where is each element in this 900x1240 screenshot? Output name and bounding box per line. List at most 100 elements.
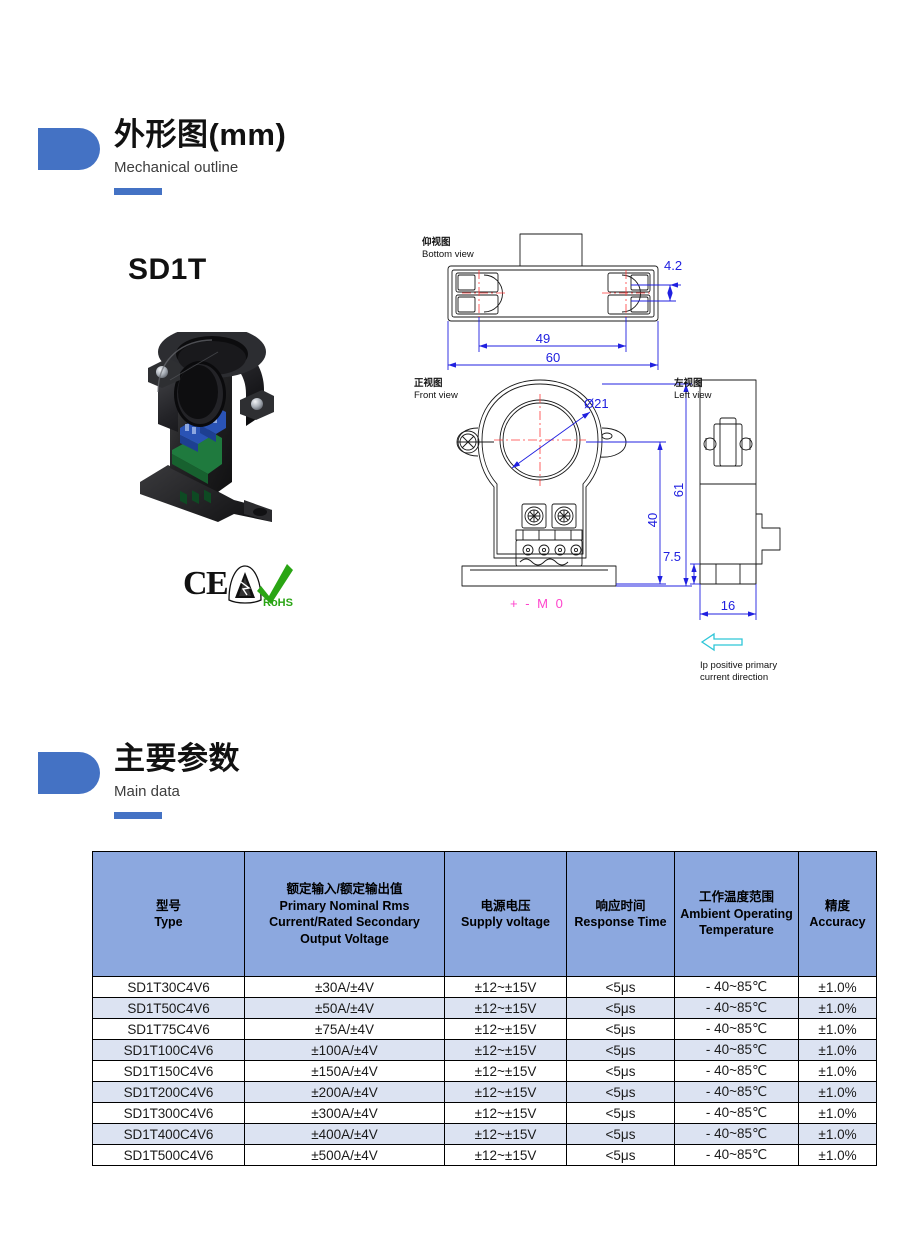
column-header-response-cn: 响应时间 — [595, 898, 646, 913]
rohs-check-icon: RoHS — [257, 564, 293, 609]
column-header-type-en: Type — [154, 915, 183, 929]
table-row: SD1T500C4V6 ±500A/±4V ±12~±15V <5μs - 40… — [92, 1144, 877, 1166]
table-row: SD1T50C4V6 ±50A/±4V ±12~±15V <5μs - 40~8… — [92, 997, 877, 1019]
section-header-text-group: 外形图(mm) Mechanical outline — [114, 116, 286, 195]
cell-temperature: - 40~85℃ — [674, 997, 799, 1019]
cell-response: <5μs — [566, 976, 675, 998]
cell-accuracy: ±1.0% — [798, 1102, 877, 1124]
cell-accuracy: ±1.0% — [798, 1123, 877, 1145]
current-direction-arrow-icon — [700, 632, 743, 652]
cell-supply: ±12~±15V — [444, 1039, 567, 1061]
column-header-nominal: 额定输入/额定输出值 Primary Nominal Rms Current/R… — [244, 851, 445, 977]
section-accent-pill — [38, 128, 100, 170]
cell-type: SD1T150C4V6 — [92, 1060, 245, 1082]
section-title-en: Mechanical outline — [114, 158, 239, 176]
cell-accuracy: ±1.0% — [798, 1060, 877, 1082]
view-label-bottom: 仰视图 Bottom view — [422, 237, 474, 261]
cell-type: SD1T100C4V6 — [92, 1039, 245, 1061]
product-photo-illustration — [140, 326, 274, 522]
column-header-temperature-en: Ambient Operating Temperature — [680, 906, 793, 938]
section-underline-rule — [114, 811, 162, 819]
section-title-en: Main data — [114, 782, 180, 800]
view-label-left-cn: 左视图 — [674, 378, 703, 389]
table-row: SD1T100C4V6 ±100A/±4V ±12~±15V <5μs - 40… — [92, 1039, 877, 1061]
cell-temperature: - 40~85℃ — [674, 1102, 799, 1124]
table-row: SD1T30C4V6 ±30A/±4V ±12~±15V <5μs - 40~8… — [92, 976, 877, 998]
table-header-row: 型号 Type 额定输入/额定输出值 Primary Nominal Rms C… — [92, 851, 877, 977]
column-header-nominal-cn: 额定输入/额定输出值 — [286, 882, 403, 896]
cell-temperature: - 40~85℃ — [674, 1123, 799, 1145]
cell-nominal: ±75A/±4V — [244, 1018, 445, 1040]
table-row: SD1T400C4V6 ±400A/±4V ±12~±15V <5μs - 40… — [92, 1123, 877, 1145]
cell-temperature: - 40~85℃ — [674, 1081, 799, 1103]
cell-response: <5μs — [566, 1144, 675, 1166]
dimension-4-2: 4.2 — [664, 258, 682, 273]
cell-nominal: ±500A/±4V — [244, 1144, 445, 1166]
column-header-temperature: 工作温度范围 Ambient Operating Temperature — [674, 851, 799, 977]
cell-accuracy: ±1.0% — [798, 1144, 877, 1166]
cell-supply: ±12~±15V — [444, 1060, 567, 1082]
cell-type: SD1T30C4V6 — [92, 976, 245, 998]
cell-temperature: - 40~85℃ — [674, 1060, 799, 1082]
esd-symbol-icon — [228, 565, 262, 604]
dimension-49: 49 — [536, 331, 550, 346]
cell-response: <5μs — [566, 1018, 675, 1040]
cell-type: SD1T200C4V6 — [92, 1081, 245, 1103]
cell-accuracy: ±1.0% — [798, 1039, 877, 1061]
product-model-title: SD1T — [128, 253, 207, 286]
ce-mark-icon: C — [183, 565, 208, 602]
cell-supply: ±12~±15V — [444, 1081, 567, 1103]
view-label-front-cn: 正视图 — [414, 378, 443, 389]
cell-type: SD1T500C4V6 — [92, 1144, 245, 1166]
dimension-bore: Ø21 — [584, 396, 609, 411]
cell-response: <5μs — [566, 1081, 675, 1103]
cell-accuracy: ±1.0% — [798, 976, 877, 998]
svg-text:E: E — [206, 565, 229, 602]
cell-response: <5μs — [566, 1039, 675, 1061]
cell-temperature: - 40~85℃ — [674, 1144, 799, 1166]
table-row: SD1T300C4V6 ±300A/±4V ±12~±15V <5μs - 40… — [92, 1102, 877, 1124]
section-title-cn: 外形图(mm) — [114, 117, 287, 152]
column-header-nominal-en: Primary Nominal Rms Current/Rated Second… — [269, 898, 420, 946]
cell-temperature: - 40~85℃ — [674, 1039, 799, 1061]
column-header-supply-en: Supply voltage — [461, 915, 550, 929]
column-header-supply: 电源电压 Supply voltage — [444, 851, 567, 977]
dimension-60: 60 — [546, 350, 560, 365]
cell-accuracy: ±1.0% — [798, 997, 877, 1019]
section-accent-pill — [38, 752, 100, 794]
table-row: SD1T150C4V6 ±150A/±4V ±12~±15V <5μs - 40… — [92, 1060, 877, 1082]
column-header-type: 型号 Type — [92, 851, 245, 977]
cell-response: <5μs — [566, 1123, 675, 1145]
cell-accuracy: ±1.0% — [798, 1018, 877, 1040]
main-data-table: 型号 Type 额定输入/额定输出值 Primary Nominal Rms C… — [92, 851, 877, 1166]
table-row: SD1T75C4V6 ±75A/±4V ±12~±15V <5μs - 40~8… — [92, 1018, 877, 1040]
cell-type: SD1T50C4V6 — [92, 997, 245, 1019]
cell-nominal: ±200A/±4V — [244, 1081, 445, 1103]
column-header-response-en: Response Time — [574, 915, 667, 929]
column-header-supply-cn: 电源电压 — [480, 898, 531, 913]
view-label-bottom-cn: 仰视图 — [422, 237, 451, 248]
column-header-temperature-cn: 工作温度范围 — [698, 890, 774, 905]
cell-response: <5μs — [566, 997, 675, 1019]
cell-temperature: - 40~85℃ — [674, 976, 799, 998]
section-title-cn: 主要参数 — [114, 741, 240, 776]
cell-type: SD1T75C4V6 — [92, 1018, 245, 1040]
table-body: SD1T30C4V6 ±30A/±4V ±12~±15V <5μs - 40~8… — [92, 976, 877, 1166]
cell-nominal: ±30A/±4V — [244, 976, 445, 998]
certification-logos-illustration: C E RoHS — [183, 564, 293, 609]
view-label-left-en: Left view — [674, 389, 712, 401]
view-label-bottom-en: Bottom view — [422, 248, 474, 260]
current-direction-note-line2: current direction — [700, 672, 768, 683]
dimension-40: 40 — [645, 513, 660, 527]
cell-supply: ±12~±15V — [444, 1018, 567, 1040]
mechanical-drawing: 仰视图 Bottom view 正视图 Front view 左视图 Left … — [400, 228, 870, 708]
cell-nominal: ±300A/±4V — [244, 1102, 445, 1124]
cell-accuracy: ±1.0% — [798, 1081, 877, 1103]
cell-nominal: ±400A/±4V — [244, 1123, 445, 1145]
section-header-text-group: 主要参数 Main data — [114, 740, 240, 819]
dimension-7-5: 7.5 — [663, 549, 681, 564]
product-photo — [122, 326, 294, 532]
current-direction-note-line1: Ip positive primary — [700, 660, 777, 671]
section-underline-rule — [114, 187, 162, 195]
table-row: SD1T200C4V6 ±200A/±4V ±12~±15V <5μs - 40… — [92, 1081, 877, 1103]
